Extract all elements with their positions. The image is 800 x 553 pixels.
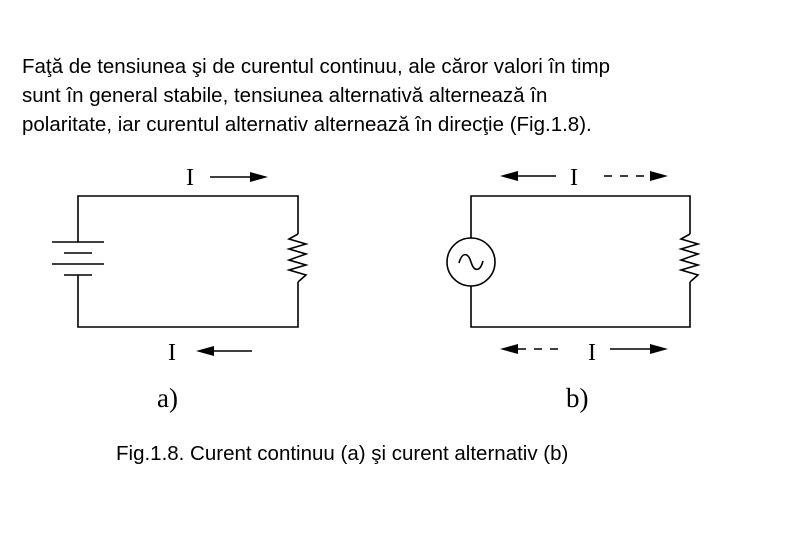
arrow-right-icon <box>210 172 268 182</box>
resistor-icon <box>286 233 309 283</box>
circuit-a-panel-label: a) <box>157 383 178 413</box>
circuit-a-current-label-bottom: I <box>168 340 176 366</box>
battery-icon <box>52 238 104 283</box>
circuit-b <box>446 171 701 354</box>
circuit-b-panel-label: b) <box>566 383 589 413</box>
intro-line-2: sunt în general stabile, tensiunea alter… <box>22 84 548 107</box>
dashed-arrow-left-icon <box>500 344 566 354</box>
circuit-b-wire-bottom <box>470 282 691 328</box>
intro-paragraph: Faţă de tensiunea şi de curentul continu… <box>22 52 762 139</box>
circuit-b-current-label-top: I <box>570 165 578 191</box>
circuit-a-wire-bottom <box>77 282 299 328</box>
circuit-a <box>52 172 309 356</box>
figure-caption: Fig.1.8. Curent continuu (a) şi curent a… <box>116 442 569 465</box>
circuit-b-wire-top <box>470 195 691 238</box>
dashed-arrow-right-icon <box>604 171 668 181</box>
intro-line-3: polaritate, iar curentul alternativ alte… <box>22 113 592 136</box>
circuit-a-wire-top <box>77 195 299 238</box>
circuit-b-current-label-bottom: I <box>588 340 596 366</box>
intro-line-1: Faţă de tensiunea şi de curentul continu… <box>22 55 610 78</box>
ac-source-icon <box>446 237 496 287</box>
arrow-right-icon <box>610 344 668 354</box>
resistor-icon <box>678 233 701 283</box>
circuit-a-current-label-top: I <box>186 165 194 191</box>
arrow-left-icon <box>500 171 556 181</box>
arrow-left-icon <box>196 346 252 356</box>
